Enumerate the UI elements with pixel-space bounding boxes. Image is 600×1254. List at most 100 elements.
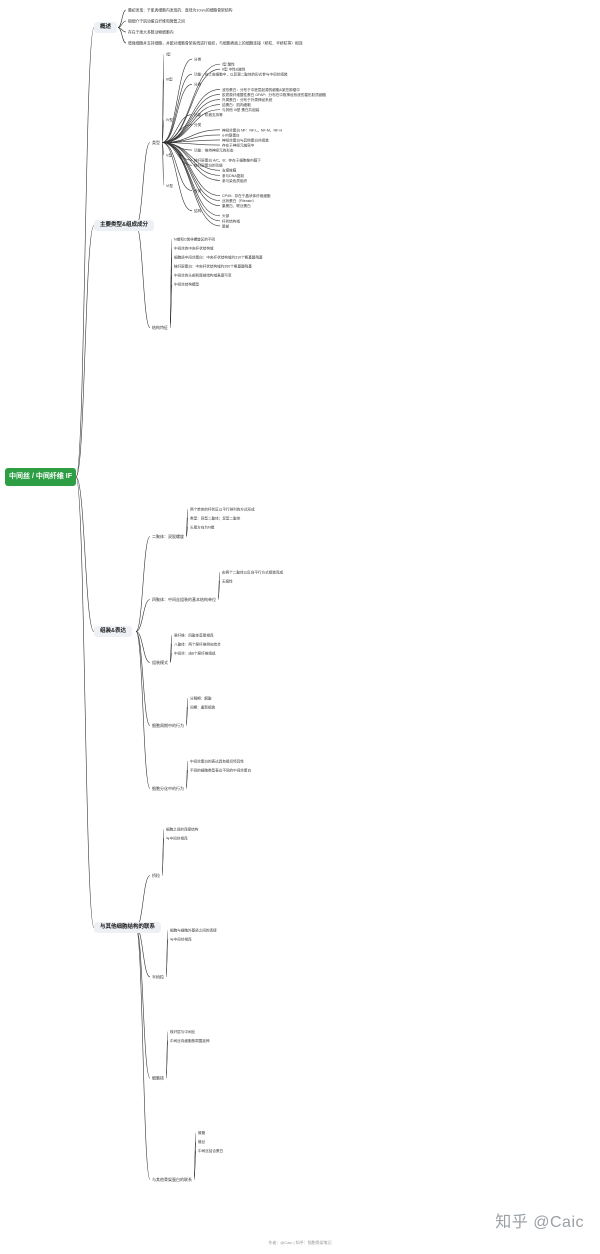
leaf-node[interactable]: 分类 xyxy=(194,82,202,87)
section-label[interactable]: 细胞核 xyxy=(152,1075,164,1081)
branch-relations[interactable]: 与其他细胞结构的联系 xyxy=(94,922,162,933)
section-label[interactable]: 二聚体：双股螺旋 xyxy=(152,533,184,539)
leaf-node[interactable]: 与中间丝相连 xyxy=(170,937,192,942)
leaf-node[interactable]: 存在于神经元轴突中 xyxy=(222,142,255,147)
connector-line xyxy=(135,927,151,1180)
overview-item[interactable]: 增强细胞并支持细胞，并能对细胞骨架系统进行组织，与细胞表面上的细胞连接（桥粒、半… xyxy=(128,40,303,45)
leaf-node[interactable]: 不同的细胞类型表达不同的中间丝蛋白 xyxy=(190,767,251,772)
connector-line xyxy=(165,938,169,978)
leaf-node[interactable]: I型 xyxy=(166,51,171,56)
leaf-node[interactable]: 中间丝蛋白的表达具有组织特异性 xyxy=(190,758,244,763)
leaf-node[interactable]: N端和C端非螺旋区的不同 xyxy=(174,236,216,241)
connector-line xyxy=(135,536,151,632)
leaf-node[interactable]: 核纤层蛋白的功能 xyxy=(194,163,223,168)
leaf-node[interactable]: II型 中性&碱性 xyxy=(222,67,246,72)
branch-assembly[interactable]: 组装&表达 xyxy=(94,626,132,637)
leaf-node[interactable]: 神经丝蛋白与其他蛋白共组装 xyxy=(222,137,269,142)
leaf-node[interactable]: 丝状蛋白（Filensin） xyxy=(222,198,256,203)
leaf-node[interactable]: 细胞之间的连接结构 xyxy=(166,826,199,831)
section-label[interactable]: 桥粒 xyxy=(152,872,160,878)
leaf-node[interactable]: 核纤层蛋白 A/C、B：存在于细胞核内膜下 xyxy=(194,158,261,163)
leaf-node[interactable]: 巢蛋白、联丝蛋白 xyxy=(222,203,251,208)
leaf-node[interactable]: 参与染色质组织 xyxy=(222,178,248,183)
leaf-node[interactable]: 支撑核膜 xyxy=(222,168,237,173)
connector-line xyxy=(161,104,221,143)
connector-line xyxy=(135,599,151,632)
leaf-node[interactable]: 原纤维：四聚体首尾相连 xyxy=(174,632,214,637)
leaf-node[interactable]: CP49：存在于晶状体纤维细胞 xyxy=(222,193,271,198)
leaf-node[interactable]: VI型 xyxy=(166,183,173,188)
leaf-node[interactable]: 中间丝的中央杆状结构域 xyxy=(174,245,214,250)
leaf-node[interactable]: 中间丝：由8个原纤维组成 xyxy=(174,650,216,655)
leaf-node[interactable]: 中间丝结合蛋白 xyxy=(198,1148,224,1153)
section-label[interactable]: 半桥粒 xyxy=(152,973,164,979)
section-label[interactable]: 四聚体：中间丝组装的基本结构单位 xyxy=(152,596,216,602)
connector-line xyxy=(217,580,221,600)
leaf-node[interactable]: 功能：机械支持等 xyxy=(194,112,223,117)
leaf-node[interactable]: 中间丝的头部和尾部结构域高度可变 xyxy=(174,272,232,277)
leaf-node[interactable]: 结构 xyxy=(194,208,202,213)
leaf-node[interactable]: 功能：在上皮细胞中，以异源二聚体的形式参与中间丝组装 xyxy=(194,72,288,77)
leaf-node[interactable]: α-内联蛋白 xyxy=(222,132,240,137)
leaf-node[interactable]: 核纤层蛋白：中央杆状结构域约350个氨基酸残基 xyxy=(174,263,252,268)
leaf-node[interactable]: 神经丝蛋白 NF：NF-L、NF-M、NF-H xyxy=(222,127,282,132)
leaf-node[interactable]: 外周蛋白：分布于外周神经系统 xyxy=(222,97,273,102)
overview-item[interactable]: 粗细介于肌动蛋白纤维和微管之间 xyxy=(128,18,185,23)
leaf-node[interactable]: 与中间丝相连 xyxy=(166,835,188,840)
connector-line xyxy=(75,225,95,478)
leaf-node[interactable]: 杆状结构域 xyxy=(222,218,240,223)
overview-item[interactable]: 最初发现：于肌肉细胞内发现的、直径为10nm的细胞骨架结构 xyxy=(128,7,233,12)
leaf-node[interactable]: 两个单体的杆状区以平行排列的方式形成 xyxy=(190,506,255,511)
connector-line xyxy=(161,142,221,227)
leaf-node[interactable]: III型 xyxy=(166,77,173,82)
section-label[interactable]: 细胞分化中的行为 xyxy=(152,785,184,791)
leaf-node[interactable]: 中间丝向细胞核周围延伸 xyxy=(170,1038,210,1043)
section-label[interactable]: 细胞周期中的行为 xyxy=(152,722,184,728)
watermark: 知乎 @Caic xyxy=(495,1214,584,1231)
leaf-node[interactable]: 细胞与细胞外基质之间的连接 xyxy=(170,928,217,933)
leaf-node[interactable]: 分类 xyxy=(194,188,202,193)
leaf-node[interactable]: 参与DNA复制 xyxy=(222,173,244,178)
connector-line xyxy=(185,697,189,726)
leaf-node[interactable]: 微管 xyxy=(198,1130,206,1135)
leaf-node[interactable]: 结蛋白：肌肉细胞 xyxy=(222,102,251,107)
section-label[interactable]: 类型 xyxy=(152,139,160,145)
leaf-node[interactable]: 胶质原纤维酸性蛋白 GFAP：分布在中枢神经系统的星形胶质细胞 xyxy=(222,92,326,97)
leaf-node[interactable]: 功能：维持神经元的形态 xyxy=(194,147,234,152)
leaf-node[interactable]: 头部 xyxy=(222,213,230,218)
overview-item[interactable]: 存在于绝大多数动物细胞内 xyxy=(128,29,174,34)
connector-line xyxy=(185,769,189,789)
leaf-node[interactable]: 微丝 xyxy=(198,1139,206,1144)
branch-types[interactable]: 主要类型&组成成分 xyxy=(94,220,154,231)
leaf-node[interactable]: 类型：同型二聚体；异型二聚体 xyxy=(190,515,241,520)
connector-line xyxy=(75,476,95,632)
connector-line xyxy=(161,114,193,143)
section-label[interactable]: 与其他骨架蛋白的联系 xyxy=(152,1176,192,1182)
root-node[interactable]: 中间丝 / 中间纤维 IF xyxy=(5,468,76,486)
leaf-node[interactable]: 分类 xyxy=(194,122,202,127)
leaf-node[interactable]: 间期：重新组装 xyxy=(190,704,216,709)
leaf-node[interactable]: 八聚体：两个原纤维侧向结合 xyxy=(174,641,221,646)
leaf-node[interactable]: 中间丝结构模型 xyxy=(174,281,200,286)
leaf-node[interactable]: V型 xyxy=(166,153,172,158)
leaf-node[interactable]: 与其他 III型 蛋白共组装 xyxy=(222,107,260,112)
connector-line xyxy=(161,109,221,143)
section-label[interactable]: 组装模式 xyxy=(152,659,168,665)
connector-line xyxy=(169,652,173,663)
leaf-node[interactable]: 分裂期：解聚 xyxy=(190,695,212,700)
leaf-node[interactable]: 波形蛋白：分布于中胚层起源的细胞&某些肿瘤中 xyxy=(222,87,300,92)
leaf-node[interactable]: 核纤层与中间丝 xyxy=(170,1029,196,1034)
footer-credit: 作者：@Caic | 知乎：细胞骨架笔记 xyxy=(268,1240,332,1245)
branch-overview[interactable]: 概述 xyxy=(94,22,118,33)
leaf-node[interactable]: IV型 xyxy=(166,117,173,122)
connector-line xyxy=(135,631,151,789)
leaf-node[interactable]: 头尾方向为N端 xyxy=(190,524,215,529)
leaf-node[interactable]: 无极性 xyxy=(222,578,233,583)
section-label[interactable]: 结构特征 xyxy=(152,324,168,330)
leaf-node[interactable]: 由两个二聚体以反向平行方式组装而成 xyxy=(222,569,283,574)
leaf-node[interactable]: 分类 xyxy=(194,56,202,61)
leaf-node[interactable]: I型 酸性 xyxy=(222,62,235,67)
leaf-node[interactable]: 尾部 xyxy=(222,223,230,228)
connector-line xyxy=(161,142,221,146)
leaf-node[interactable]: 细胞质中间丝蛋白：中央杆状结构域约310个氨基酸残基 xyxy=(174,254,263,259)
